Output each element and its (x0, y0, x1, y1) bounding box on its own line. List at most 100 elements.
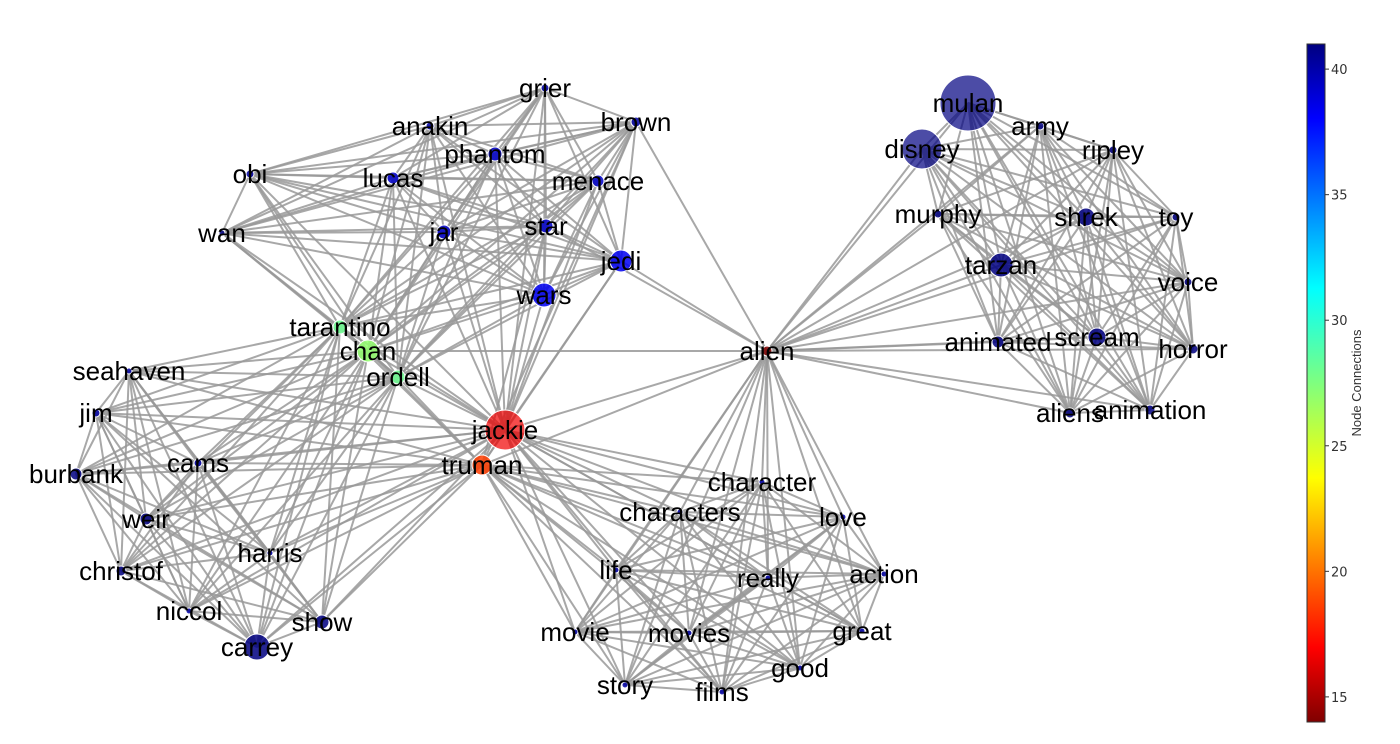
node-voice[interactable] (1183, 277, 1193, 287)
node-jar[interactable] (436, 224, 452, 240)
node-harris[interactable] (266, 549, 274, 557)
node-wars[interactable] (531, 282, 557, 308)
node-life[interactable] (612, 566, 620, 574)
node-ordell[interactable] (390, 369, 406, 385)
edge (504, 180, 599, 431)
edge (249, 173, 545, 296)
edge (967, 102, 999, 343)
edge (1039, 125, 1087, 218)
edge (128, 370, 190, 612)
edge (120, 370, 130, 572)
node-great[interactable] (858, 627, 866, 635)
node-anakin[interactable] (425, 121, 435, 131)
node-really[interactable] (764, 574, 772, 582)
edge (481, 464, 801, 669)
node-alien[interactable] (761, 345, 773, 357)
node-jackie[interactable] (484, 409, 526, 451)
node-lucas[interactable] (386, 171, 400, 185)
node-niccol[interactable] (185, 607, 193, 615)
edge (249, 125, 431, 175)
edge (339, 153, 496, 328)
edge (766, 149, 1114, 352)
node-action[interactable] (880, 570, 888, 578)
node-army[interactable] (1035, 121, 1045, 131)
node-scream[interactable] (1087, 327, 1107, 347)
node-star[interactable] (538, 218, 554, 234)
colorbar-tick-label: 20 (1331, 565, 1348, 580)
node-brown[interactable] (630, 116, 642, 128)
node-films[interactable] (718, 688, 726, 696)
edge (256, 429, 506, 648)
edge (624, 684, 723, 693)
node-animated[interactable] (991, 335, 1005, 349)
edge (620, 260, 768, 352)
edge (392, 87, 546, 179)
edge (95, 412, 506, 431)
node-cams[interactable] (193, 458, 203, 468)
node-movie[interactable] (571, 628, 579, 636)
edge (339, 231, 445, 328)
node-show[interactable] (314, 614, 330, 630)
edge (1000, 264, 1098, 338)
edge (997, 264, 1002, 343)
node-label: animated (945, 327, 1052, 357)
node-weir[interactable] (139, 512, 153, 526)
node-tarzan[interactable] (988, 252, 1014, 278)
node-character[interactable] (758, 478, 766, 486)
nodes-layer (69, 74, 1199, 696)
edge (339, 294, 545, 328)
node-murphy[interactable] (933, 209, 943, 219)
node-label: jackie (471, 415, 538, 445)
edge (256, 326, 341, 648)
node-good[interactable] (796, 664, 804, 672)
node-story[interactable] (621, 681, 629, 689)
edge (256, 376, 399, 648)
edge (766, 213, 939, 352)
node-disney[interactable] (901, 128, 943, 170)
node-movies[interactable] (685, 629, 693, 637)
edge (504, 429, 690, 634)
node-obi[interactable] (245, 169, 255, 179)
node-wan[interactable] (218, 229, 226, 237)
edge (799, 630, 863, 669)
edge (545, 225, 622, 262)
edge (494, 153, 547, 227)
edge (75, 350, 369, 475)
node-label: seahaven (73, 356, 186, 386)
edge (397, 153, 496, 378)
edge (429, 125, 545, 296)
edge (766, 350, 844, 518)
node-chan[interactable] (356, 339, 380, 363)
node-phantom[interactable] (487, 146, 503, 162)
node-jim[interactable] (91, 408, 101, 418)
node-christof[interactable] (115, 565, 127, 577)
node-menace[interactable] (591, 174, 605, 188)
node-truman[interactable] (471, 454, 493, 476)
node-ripley[interactable] (1108, 145, 1118, 155)
edge (145, 429, 506, 520)
node-carrey[interactable] (243, 633, 271, 661)
edge (221, 125, 431, 234)
colorbar-gradient (1306, 43, 1326, 723)
node-aliens[interactable] (1064, 407, 1076, 419)
edge (269, 326, 341, 554)
edge (543, 121, 637, 296)
node-tarantino[interactable] (332, 319, 348, 335)
node-horror[interactable] (1187, 343, 1199, 355)
edge (504, 429, 626, 686)
edge (321, 464, 483, 623)
node-label: menace (552, 166, 645, 196)
node-seahaven[interactable] (125, 367, 133, 375)
node-mulan[interactable] (939, 74, 997, 132)
node-shrek[interactable] (1076, 207, 1096, 227)
node-burbank[interactable] (69, 467, 83, 481)
node-toy[interactable] (1171, 212, 1181, 222)
node-label: lucas (363, 163, 424, 193)
node-jedi[interactable] (609, 249, 633, 273)
node-grier[interactable] (540, 83, 550, 93)
node-love[interactable] (839, 513, 847, 521)
node-animation[interactable] (1144, 404, 1156, 416)
node-characters[interactable] (676, 508, 684, 516)
edge (1085, 149, 1114, 218)
